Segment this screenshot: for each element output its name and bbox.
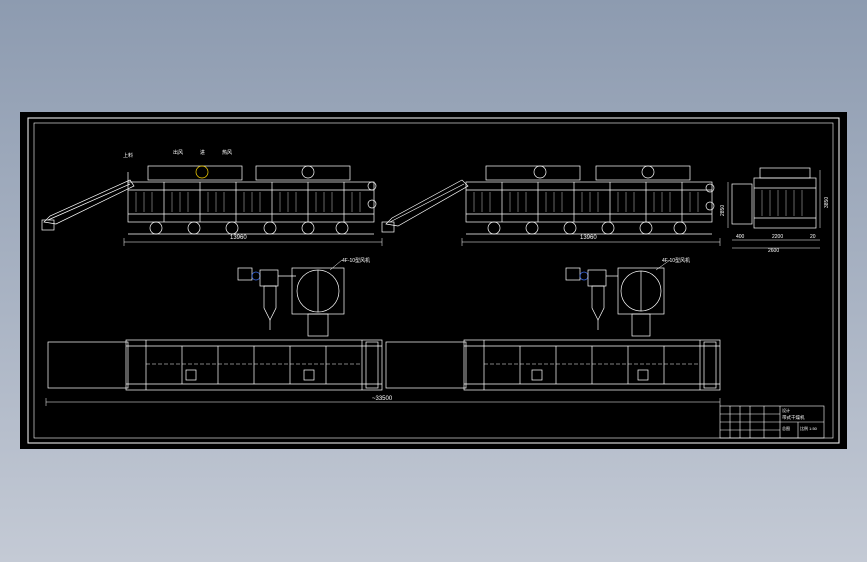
title-row3: 总图: [782, 425, 790, 431]
overall-length-label: ~33500: [372, 396, 393, 402]
side-seg-left: 400: [736, 234, 745, 240]
plan-view: [45, 339, 721, 406]
title-row1: 设计: [782, 407, 790, 413]
side-height-b: 3850: [824, 197, 830, 208]
side-width-total: 2600: [768, 248, 779, 254]
sheet-background: [20, 112, 847, 449]
outer-frame: [27, 117, 840, 444]
callout-label-d: 热风: [222, 149, 232, 156]
side-seg-mid: 2200: [772, 234, 783, 240]
callout-label-b: 出风: [173, 149, 183, 156]
title-row4: 比例 1:50: [800, 425, 818, 431]
side-seg-right: 20: [810, 234, 816, 240]
fan2-callout: 4F-10型风机: [662, 257, 690, 264]
inner-frame: [33, 122, 834, 439]
fan-assembly-2: [565, 259, 671, 337]
dryer-unit-1-elevation: [41, 165, 383, 246]
dryer2-length-label: 13960: [580, 235, 597, 241]
title-block: [719, 405, 825, 439]
dryer-unit-2-elevation: [381, 165, 721, 246]
callout-label-a: 上料: [123, 152, 133, 159]
fan1-callout: 4F-10型风机: [342, 257, 370, 264]
side-view: [727, 167, 821, 249]
title-row2: 带式干燥机: [782, 414, 805, 421]
side-height-a: 2850: [720, 205, 726, 216]
cad-drawing-sheet: 13960 上料 出风 进 热风: [20, 112, 847, 449]
fan-assembly-1: [237, 259, 345, 337]
dryer1-length-label: 13960: [230, 235, 247, 241]
callout-label-c: 进: [200, 149, 205, 156]
